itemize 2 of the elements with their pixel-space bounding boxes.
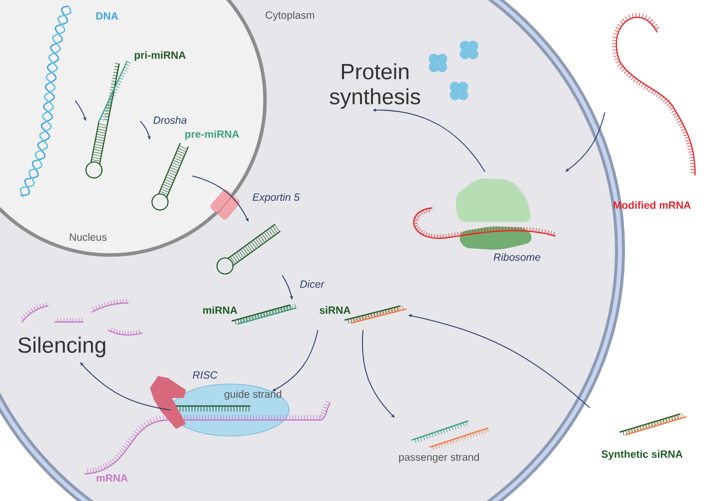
molecule-label: Modified mRNA bbox=[614, 201, 691, 209]
molecule-label: Synthetic siRNA bbox=[601, 450, 683, 460]
